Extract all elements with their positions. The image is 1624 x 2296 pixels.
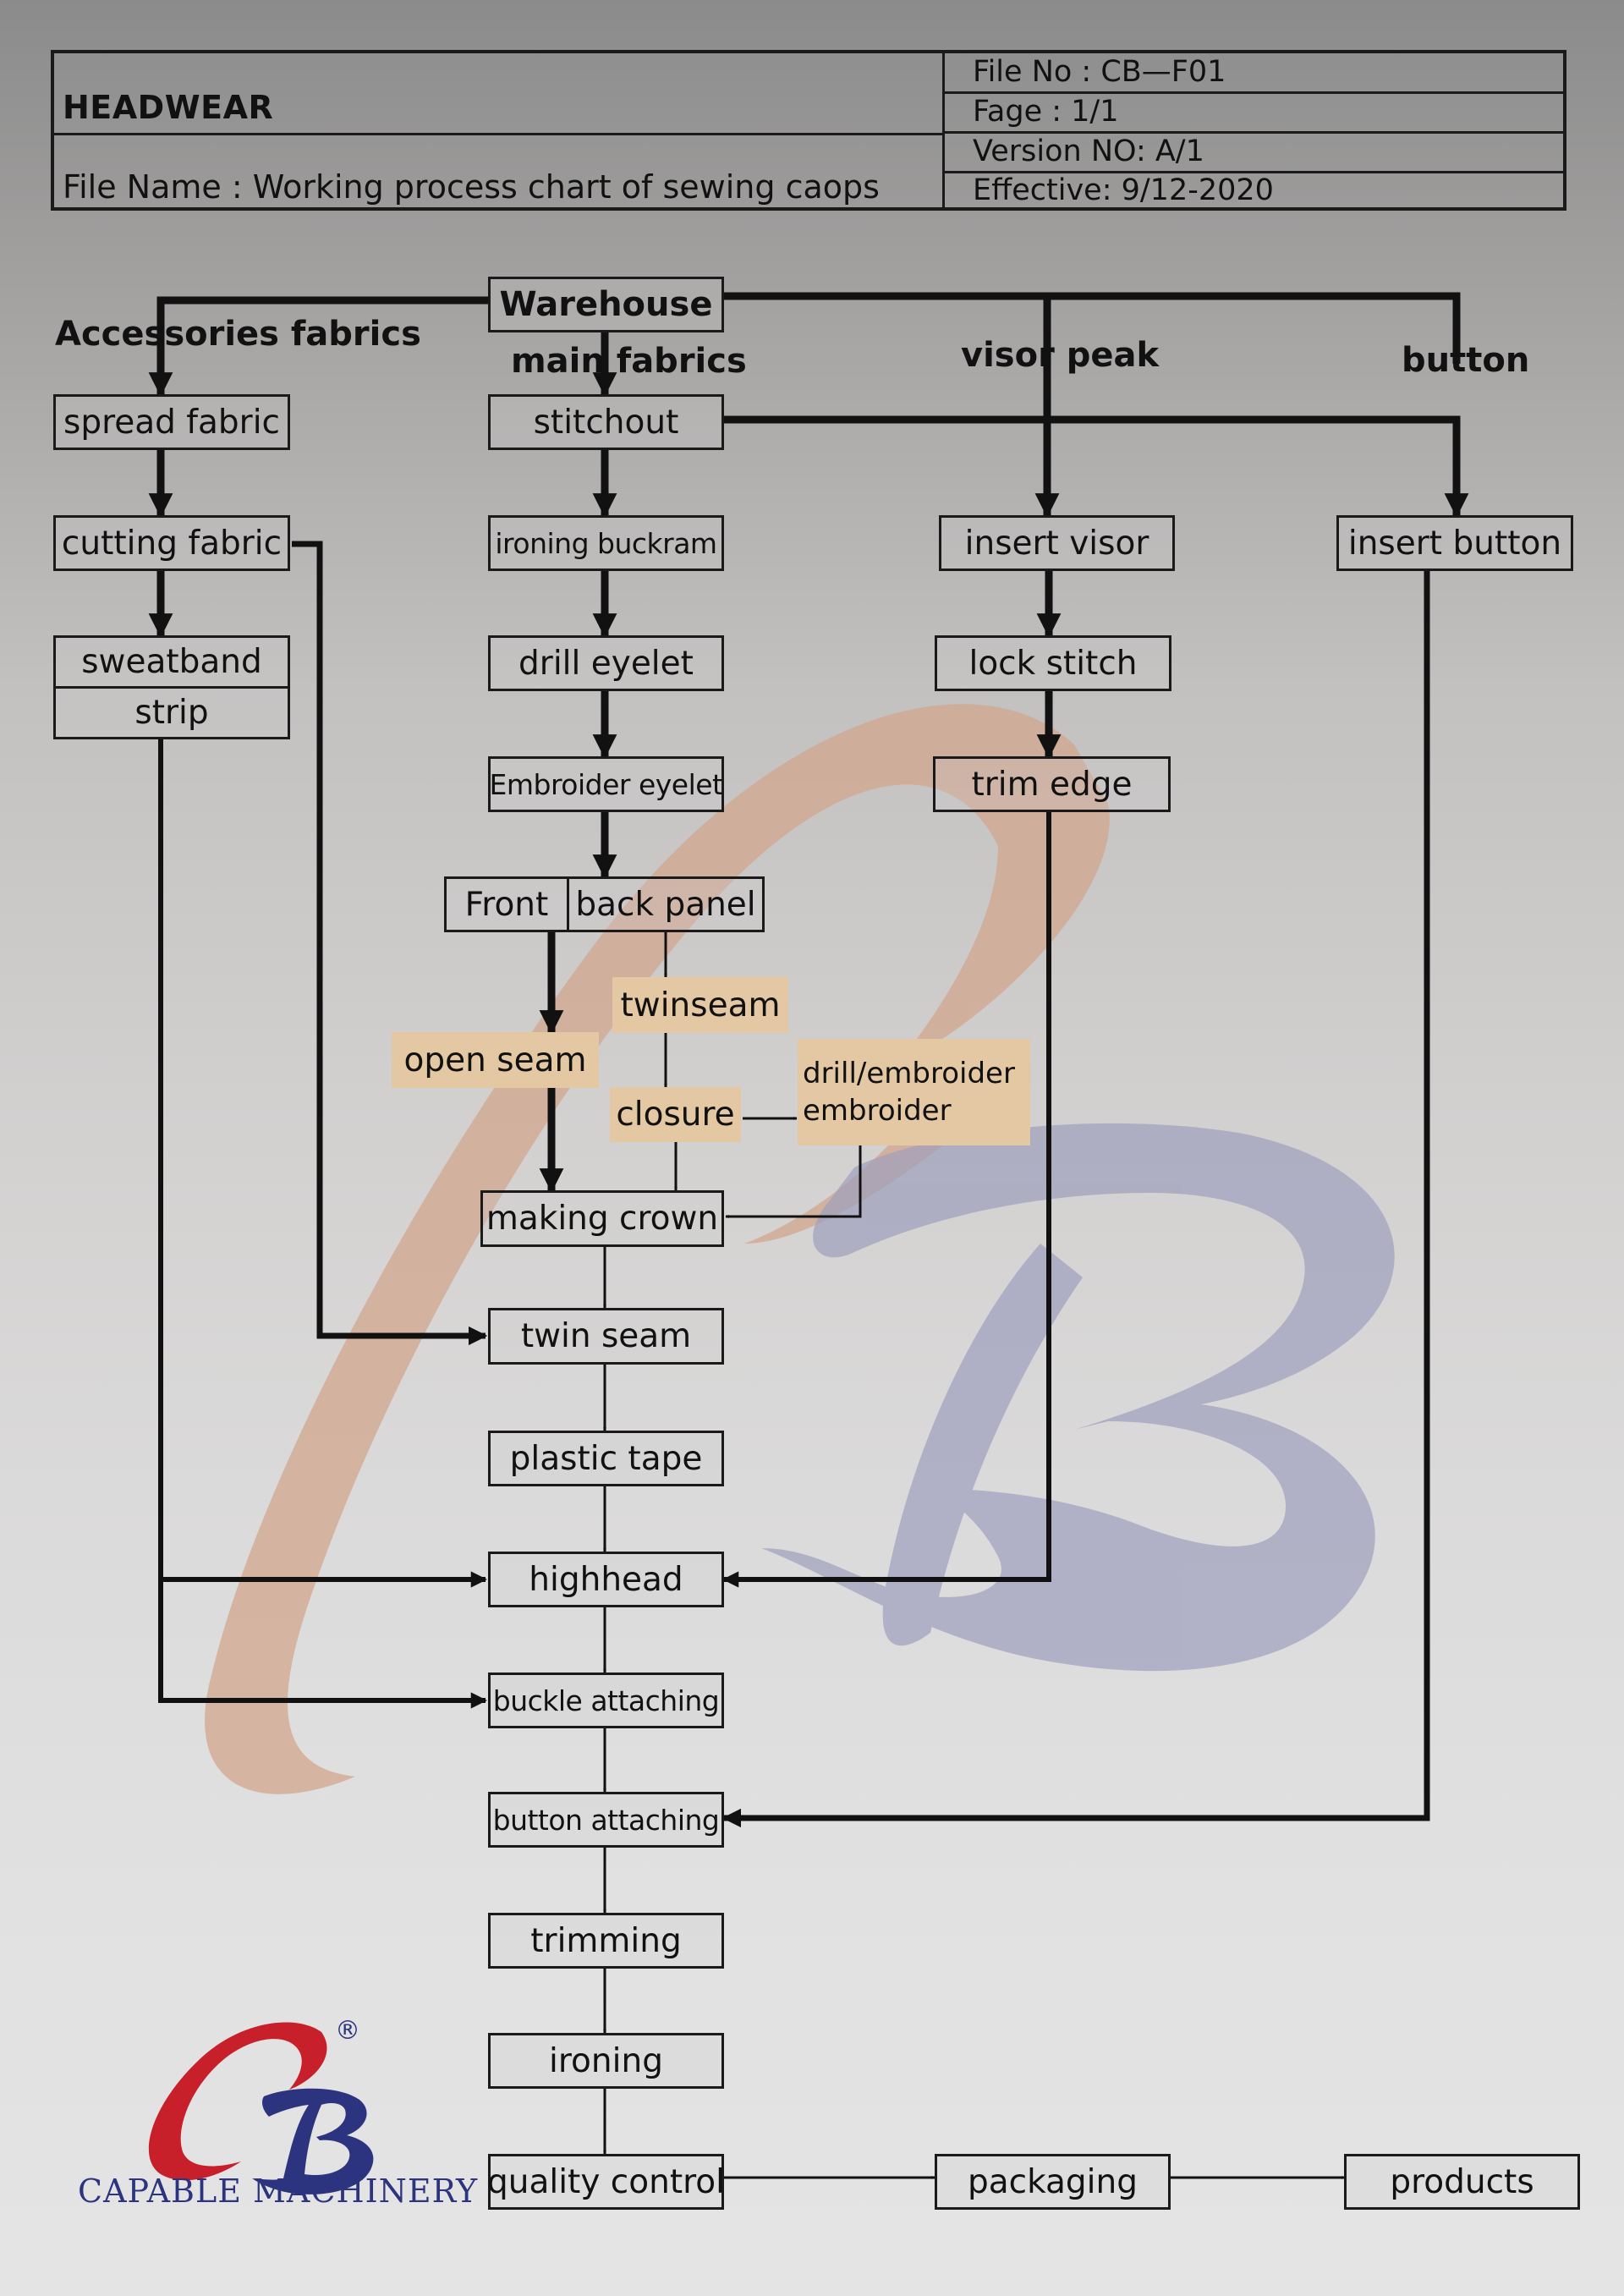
header-meta-divider <box>942 171 1563 173</box>
brand-name: CAPABLE MACHINERY <box>78 2172 479 2210</box>
drill-embroider-line-2: embroider <box>803 1094 952 1128</box>
label-button: button <box>1402 341 1530 380</box>
file-number: File No : CB—F01 <box>973 55 1226 89</box>
drill-embroider-line-1: drill/embroider <box>803 1057 1015 1090</box>
label-main-fabrics: main fabrics <box>511 342 747 381</box>
header-meta-divider <box>942 131 1563 134</box>
capable-machinery-logo: ® <box>148 2016 374 2194</box>
logo-b-shape <box>252 2088 374 2194</box>
effective-date: Effective: 9/12-2020 <box>973 173 1274 207</box>
node-twin-seam: twin seam <box>488 1308 724 1365</box>
node-spread-fabric: spread fabric <box>53 394 290 450</box>
node-twinseam: twinseam <box>612 977 788 1033</box>
document-title: HEADWEAR <box>63 89 274 126</box>
node-stitchout: stitchout <box>488 394 724 450</box>
header-column-divider <box>942 53 945 207</box>
connector-warehouse-to-button <box>723 292 1461 364</box>
header-meta-divider <box>942 91 1563 94</box>
connector-drill-embroider-to-making-crown <box>725 1145 862 1218</box>
connector-strip-to-buckle <box>158 1574 487 1709</box>
node-ironing: ironing <box>488 2033 724 2089</box>
connector-cutting-to-twin-seam <box>292 541 488 1346</box>
node-highhead: highhead <box>488 1552 724 1607</box>
node-front: Front <box>444 876 569 932</box>
document-header-table: HEADWEAR File Name : Working process cha… <box>51 50 1566 211</box>
node-cutting-fabric: cutting fabric <box>53 515 290 571</box>
document-file-name: File Name : Working process chart of sew… <box>63 168 880 206</box>
node-warehouse: Warehouse <box>488 277 724 332</box>
label-accessories-fabrics: Accessories fabrics <box>55 315 421 354</box>
node-plastic-tape: plastic tape <box>488 1431 724 1486</box>
logo-registered-mark: ® <box>335 2016 360 2046</box>
page-number: Fage : 1/1 <box>973 95 1119 129</box>
connector-strip-to-highhead <box>158 739 487 1700</box>
node-buckle-attaching: buckle attaching <box>488 1673 724 1728</box>
node-packaging: packaging <box>935 2154 1171 2210</box>
node-embroider-eyelet: Embroider eyelet <box>488 756 724 812</box>
node-making-crown: making crown <box>480 1190 724 1247</box>
connector-stitchout-to-insert-button <box>723 415 1469 518</box>
node-open-seam: open seam <box>392 1032 599 1088</box>
label-visor-peak: visor peak <box>961 336 1160 375</box>
node-drill-embroider: drill/embroider embroider <box>798 1039 1030 1145</box>
node-insert-button: insert button <box>1336 515 1573 571</box>
node-sweatband: sweatband <box>53 635 290 689</box>
node-products: products <box>1344 2154 1580 2210</box>
node-quality-control: quality control <box>487 2154 725 2210</box>
logo-c-shape <box>148 2022 327 2181</box>
version-number: Version NO: A/1 <box>973 135 1204 168</box>
node-closure: closure <box>610 1087 741 1142</box>
node-drill-eyelet: drill eyelet <box>488 635 724 691</box>
node-trim-edge: trim edge <box>933 756 1171 812</box>
node-insert-visor: insert visor <box>939 515 1175 571</box>
connector-trim-edge-to-highhead <box>722 812 1051 1588</box>
node-trimming: trimming <box>488 1913 724 1969</box>
node-back-panel: back panel <box>567 876 765 932</box>
node-button-attaching: button attaching <box>488 1792 724 1848</box>
node-lock-stitch: lock stitch <box>935 635 1171 691</box>
node-strip: strip <box>53 686 290 739</box>
connector-insert-button-to-button-attaching <box>721 571 1430 1828</box>
header-row-divider <box>54 133 942 135</box>
node-ironing-buckram: ironing buckram <box>488 515 724 571</box>
connector-warehouse-to-spread-fabric <box>148 296 489 397</box>
